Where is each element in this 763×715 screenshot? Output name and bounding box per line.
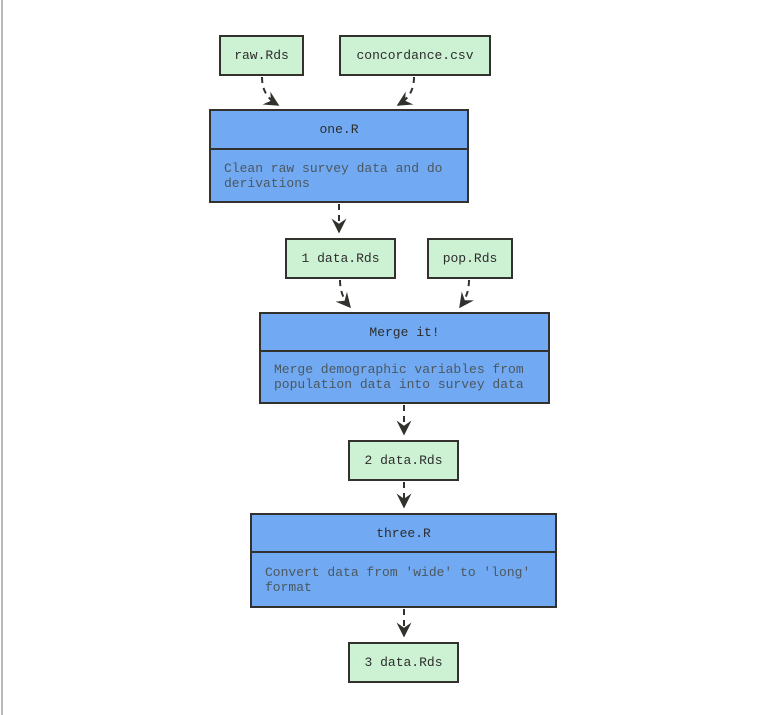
node-pop-rds-label: pop.Rds <box>442 251 498 266</box>
node-merge-it-title: Merge it! <box>261 314 548 352</box>
edge-raw-to-one <box>261 76 280 106</box>
edge-pop-to-merge <box>459 279 474 309</box>
node-1-data-rds-label: 1 data.Rds <box>301 251 380 266</box>
node-1-data-rds: 1 data.Rds <box>285 238 396 279</box>
node-one-r: one.R Clean raw survey data and do deriv… <box>209 109 469 203</box>
node-3-data-rds-label: 3 data.Rds <box>364 655 443 670</box>
node-one-r-description: Clean raw survey data and do derivations <box>224 160 443 191</box>
node-2-data-rds: 2 data.Rds <box>348 440 459 481</box>
node-2-data-rds-label: 2 data.Rds <box>364 453 443 468</box>
viewer-pane-left-edge <box>1 0 3 715</box>
node-three-r: three.R Convert data from 'wide' to 'lon… <box>250 513 557 608</box>
edge-data1-to-merge <box>335 279 351 309</box>
node-pop-rds: pop.Rds <box>427 238 513 279</box>
node-concordance-csv-label: concordance.csv <box>356 48 474 63</box>
node-concordance-csv: concordance.csv <box>339 35 491 76</box>
node-raw-rds: raw.Rds <box>219 35 304 76</box>
node-merge-it-description: Merge demographic variables from populat… <box>274 362 524 392</box>
node-three-r-title: three.R <box>252 515 555 553</box>
node-merge-it: Merge it! Merge demographic variables fr… <box>259 312 550 404</box>
node-one-r-title: one.R <box>211 111 467 150</box>
node-three-r-description: Convert data from 'wide' to 'long' forma… <box>265 564 531 595</box>
edge-concordance-to-one <box>396 76 415 106</box>
node-3-data-rds: 3 data.Rds <box>348 642 459 683</box>
node-raw-rds-label: raw.Rds <box>234 48 289 63</box>
